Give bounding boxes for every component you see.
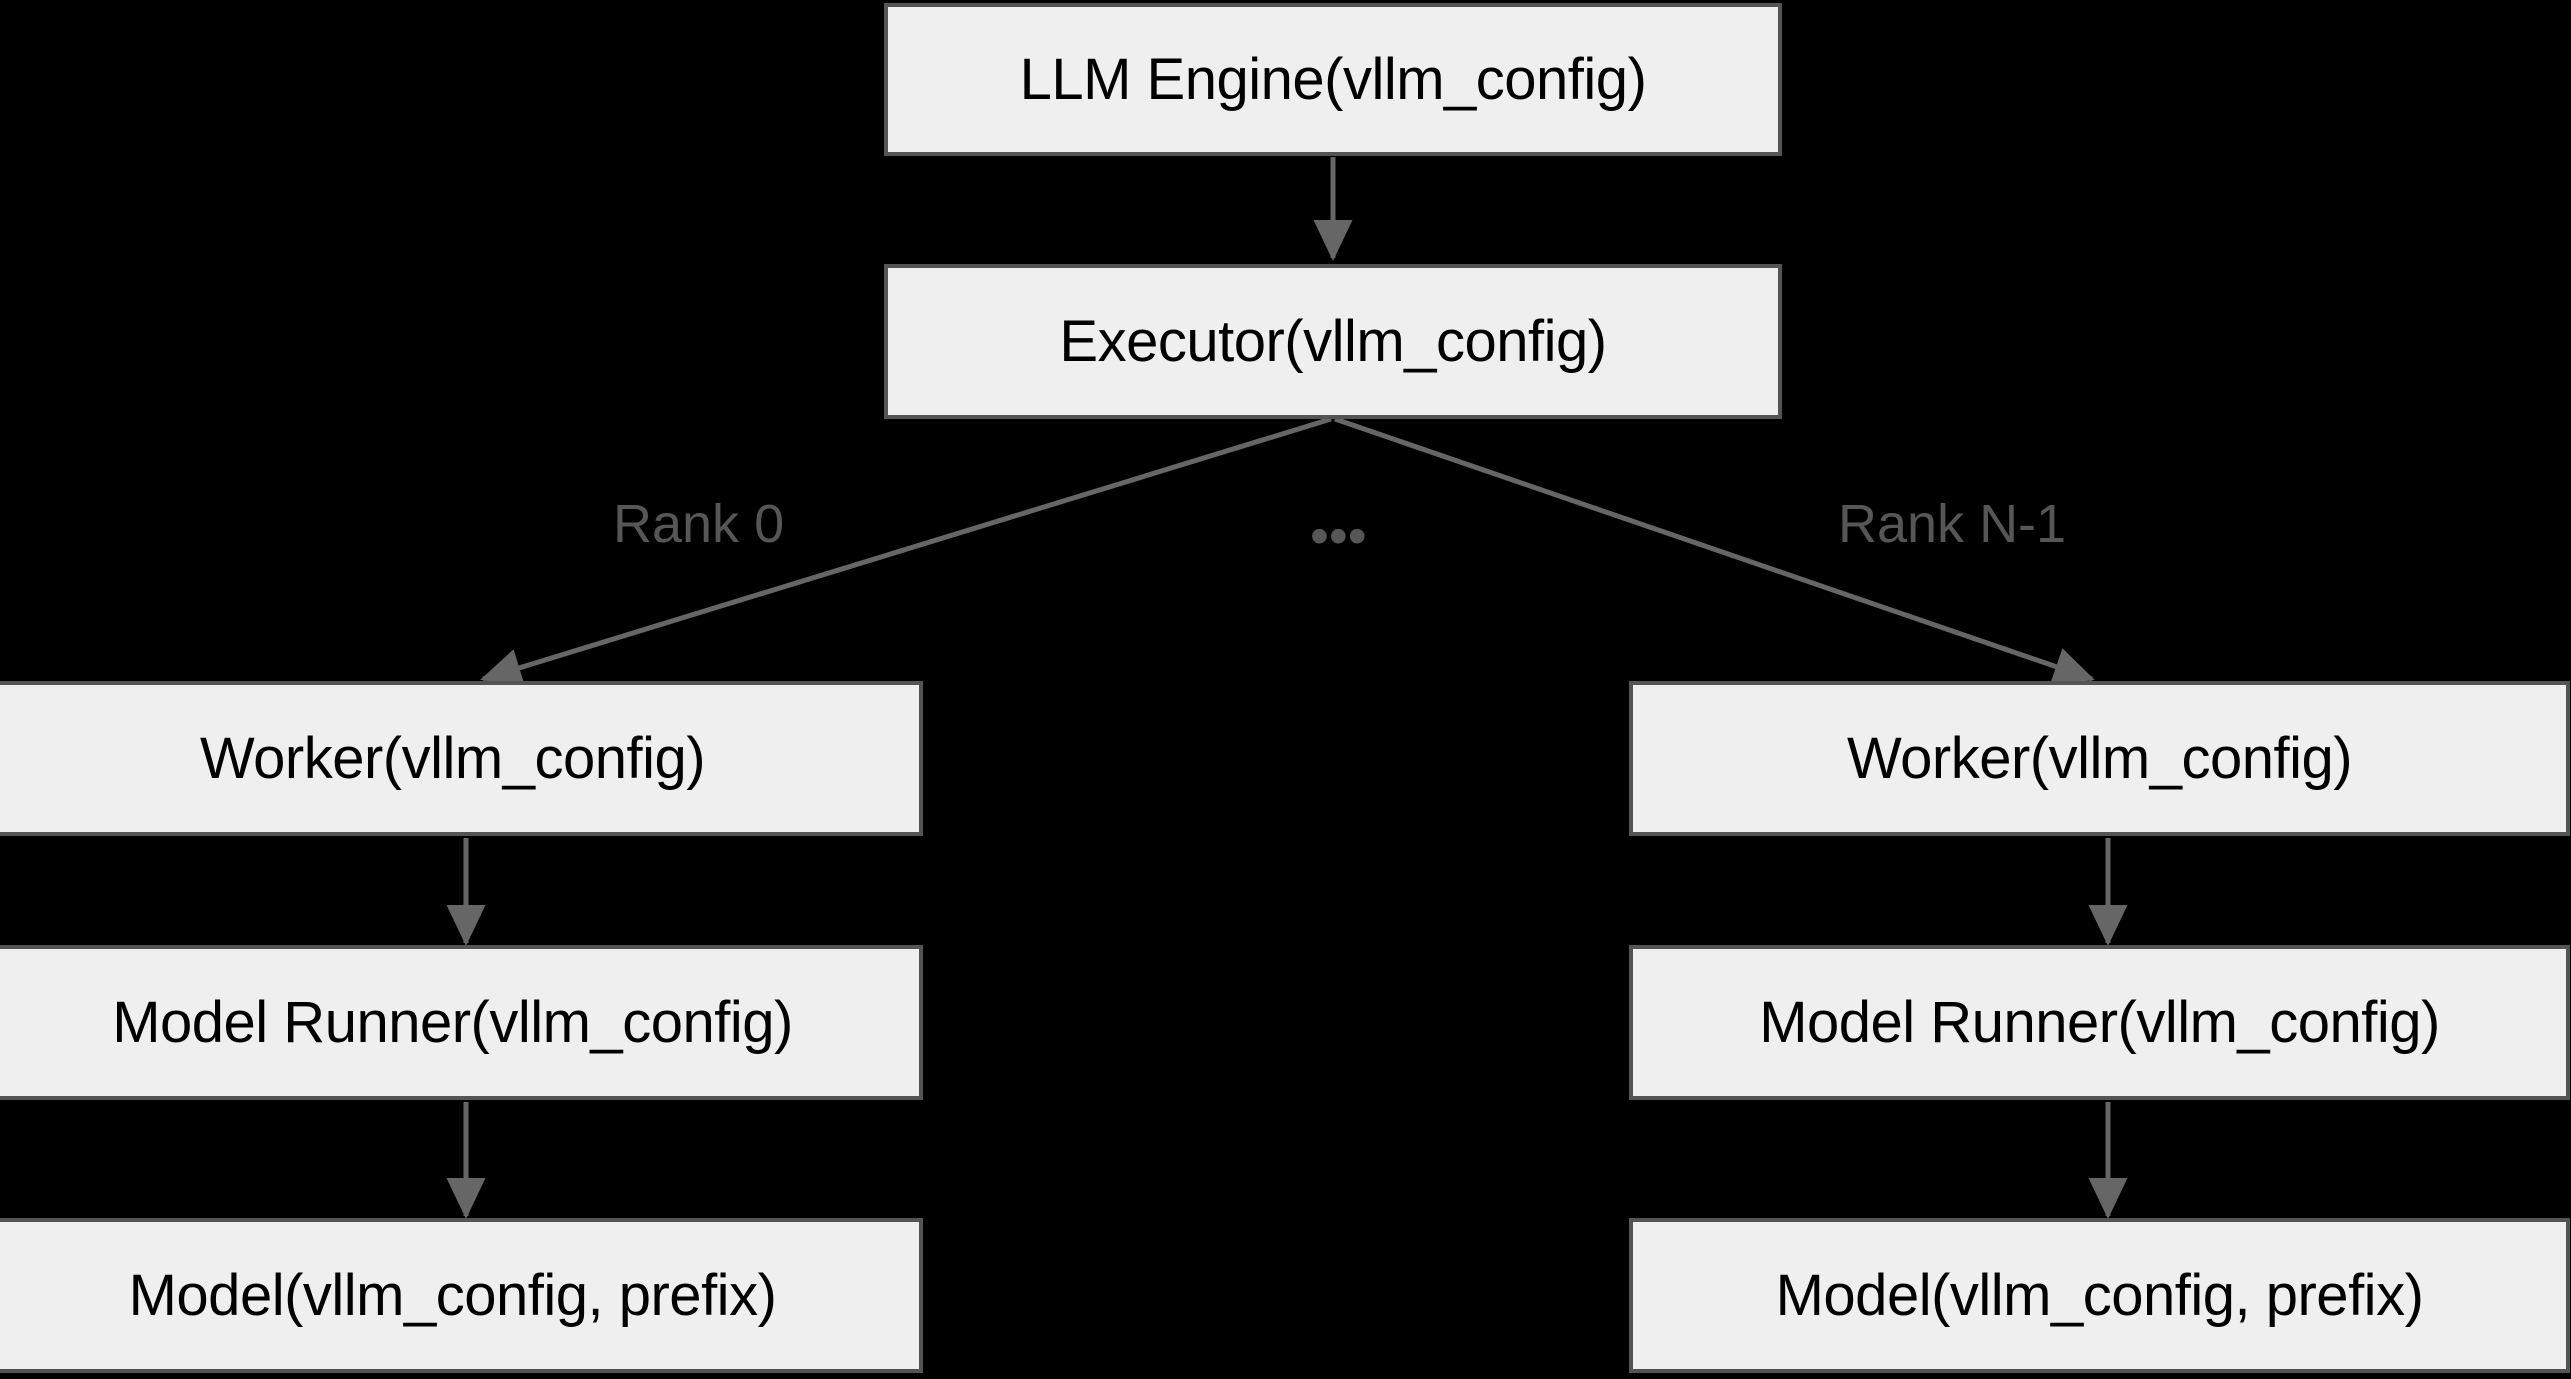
node-llm-engine-label: LLM Engine(vllm_config) (1019, 46, 1647, 112)
edge-label-rank-n-1-text: Rank N-1 (1838, 494, 2067, 554)
node-model-rankn-label: Model(vllm_config, prefix) (1775, 1262, 2424, 1328)
node-worker-rank0-label: Worker(vllm_config) (199, 725, 706, 791)
node-model-runner-rank0[interactable]: Model Runner(vllm_config) (0, 945, 923, 1100)
edge-label-rank-ellipsis-text: ••• (1310, 506, 1367, 566)
node-worker-rankn[interactable]: Worker(vllm_config) (1629, 681, 2570, 836)
edge-label-rank-0-text: Rank 0 (613, 494, 785, 554)
node-worker-rankn-label: Worker(vllm_config) (1846, 725, 2353, 791)
node-model-rank0-label: Model(vllm_config, prefix) (128, 1262, 777, 1328)
node-model-runner-rankn-label: Model Runner(vllm_config) (1759, 989, 2440, 1055)
node-worker-rank0[interactable]: Worker(vllm_config) (0, 681, 923, 836)
node-executor-label: Executor(vllm_config) (1059, 308, 1607, 374)
edge-label-rank-0: Rank 0 (613, 493, 784, 555)
node-model-rank0[interactable]: Model(vllm_config, prefix) (0, 1218, 923, 1373)
edge-executor-to-worker-rank0 (480, 416, 1332, 687)
node-executor[interactable]: Executor(vllm_config) (884, 264, 1782, 419)
node-model-rankn[interactable]: Model(vllm_config, prefix) (1629, 1218, 2570, 1373)
node-model-runner-rankn[interactable]: Model Runner(vllm_config) (1629, 945, 2570, 1100)
node-llm-engine[interactable]: LLM Engine(vllm_config) (884, 3, 1782, 156)
edge-label-rank-ellipsis: ••• (1310, 509, 1367, 563)
edge-label-rank-n-1: Rank N-1 (1838, 493, 2066, 555)
node-model-runner-rank0-label: Model Runner(vllm_config) (112, 989, 793, 1055)
